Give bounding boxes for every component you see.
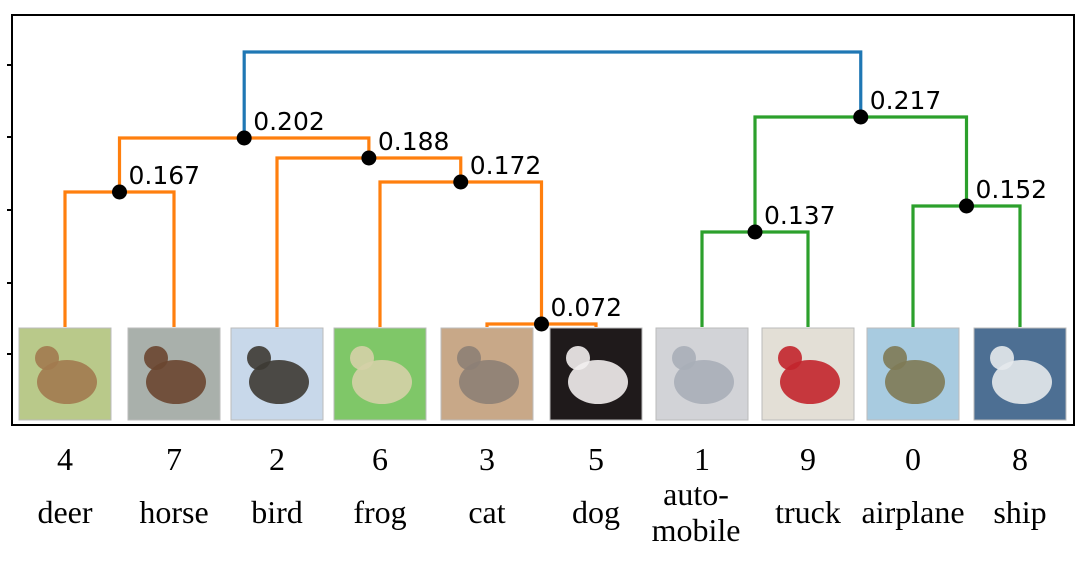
automobile-thumbnail bbox=[655, 327, 749, 421]
plot-frame bbox=[11, 14, 1075, 426]
leaf-class-index: 9 bbox=[800, 441, 816, 477]
leaf-class-index: 6 bbox=[372, 441, 388, 477]
airplane-thumbnail bbox=[866, 327, 960, 421]
dog-thumbnail bbox=[549, 327, 643, 421]
leaf-class-name: airplane bbox=[861, 494, 964, 530]
horse-thumbnail bbox=[127, 327, 221, 421]
dendrogram-link bbox=[378, 180, 544, 327]
merge-node bbox=[534, 316, 549, 332]
merge-node bbox=[747, 224, 763, 240]
leaf-labels: 4 deer 7 horse 2 bird 6 frog 3 cat 5 dog 1auto-mobil… bbox=[37, 441, 1046, 548]
merge-node bbox=[236, 130, 252, 146]
leaf-class-name: auto- bbox=[663, 476, 729, 512]
merge-node bbox=[361, 150, 377, 166]
merge-distance-label: 0.072 bbox=[551, 293, 623, 322]
leaf-class-index: 1 bbox=[694, 441, 710, 477]
merge-distance-label: 0.202 bbox=[253, 107, 325, 136]
cat-thumbnail bbox=[440, 327, 534, 421]
merge-distance-label: 0.188 bbox=[378, 127, 450, 156]
leaf-class-index: 8 bbox=[1012, 441, 1028, 477]
merge-distance-label: 0.152 bbox=[976, 175, 1048, 204]
leaf-class-index: 5 bbox=[588, 441, 604, 477]
leaf-class-name: truck bbox=[775, 494, 841, 530]
merge-node bbox=[112, 184, 127, 200]
merge-distance-label: 0.137 bbox=[764, 201, 836, 230]
leaf-class-name: ship bbox=[993, 494, 1046, 530]
merge-nodes: 0.072 0.137 0.152 0.167 0.172 0.188 0.202 0.217 bbox=[112, 86, 1047, 332]
ship-thumbnail bbox=[973, 327, 1067, 421]
frog-thumbnail bbox=[333, 327, 427, 421]
leaf-class-name: horse bbox=[139, 494, 208, 530]
merge-node bbox=[959, 198, 974, 214]
merge-distance-label: 0.167 bbox=[129, 161, 201, 190]
dendrogram-link bbox=[700, 230, 810, 327]
dendrogram-link bbox=[63, 190, 176, 327]
leaf-thumbnails bbox=[18, 327, 1067, 421]
leaf-class-name: cat bbox=[468, 494, 505, 530]
leaf-class-index: 4 bbox=[57, 441, 73, 477]
merge-node bbox=[853, 109, 869, 125]
y-axis-ticks bbox=[7, 64, 12, 355]
dendrogram-link bbox=[911, 204, 1022, 327]
merge-node bbox=[453, 174, 469, 190]
merge-distance-label: 0.217 bbox=[870, 86, 942, 115]
leaf-class-name: mobile bbox=[652, 512, 741, 548]
leaf-class-index: 7 bbox=[166, 441, 182, 477]
deer-thumbnail bbox=[18, 327, 112, 421]
leaf-class-index: 3 bbox=[479, 441, 495, 477]
leaf-class-name: deer bbox=[37, 494, 92, 530]
leaf-class-index: 2 bbox=[269, 441, 285, 477]
truck-thumbnail bbox=[761, 327, 855, 421]
merge-distance-label: 0.172 bbox=[470, 151, 542, 180]
leaf-class-index: 0 bbox=[905, 441, 921, 477]
dendrogram-link bbox=[242, 50, 863, 138]
leaf-class-name: dog bbox=[572, 494, 620, 530]
leaf-class-name: bird bbox=[251, 494, 303, 530]
leaf-class-name: frog bbox=[353, 494, 406, 530]
bird-thumbnail bbox=[230, 327, 324, 421]
